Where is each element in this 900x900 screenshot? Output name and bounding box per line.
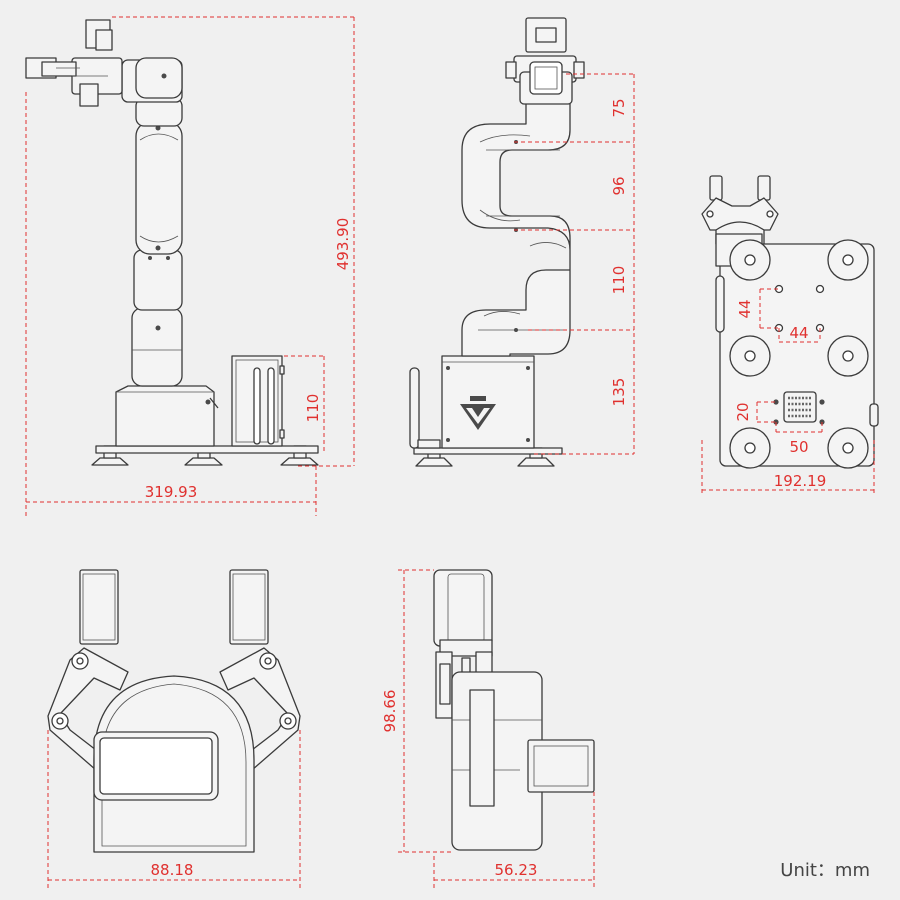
arm-column [121, 57, 183, 387]
dim-gripper-front-width: 88.18 [151, 861, 194, 879]
dim-gripper-height: 98.66 [381, 690, 399, 733]
arm-front-view [409, 17, 585, 467]
front-arm-links [461, 99, 571, 357]
front-base [441, 355, 535, 449]
dim-controller-height: 110 [304, 394, 322, 423]
dim-mount-hole-v: 44 [736, 299, 754, 318]
dim-mount-hole-h: 44 [789, 324, 808, 342]
gripper-front-view [47, 569, 301, 853]
antenna [409, 367, 420, 449]
dimension-lines [25, 16, 875, 890]
base-plate-outline [719, 243, 875, 467]
suction-cups [729, 239, 869, 469]
unit-label: Unit：mm [780, 860, 870, 881]
dim-vent-height: 20 [734, 402, 752, 421]
base-plate-top-view [701, 175, 879, 469]
top-gripper [701, 175, 779, 267]
vent-grille [773, 391, 825, 425]
base-plate [95, 445, 319, 454]
dim-vent-width: 50 [789, 438, 808, 456]
arm-gripper [25, 19, 123, 107]
dim-segment-3: 110 [610, 266, 628, 295]
dimension-labels: 493.90 110 319.93 75 96 110 135 44 44 20… [145, 98, 827, 879]
controller-box [231, 355, 285, 447]
left-finger [79, 569, 119, 645]
dim-segment-1: 75 [610, 98, 628, 117]
arm-base-body [115, 385, 215, 447]
dim-segment-2: 96 [610, 176, 628, 195]
arm-side-view [25, 19, 319, 466]
logo-mark [460, 396, 496, 430]
front-gripper [505, 17, 585, 105]
dim-arm-total-height: 493.90 [334, 218, 352, 271]
dim-gripper-side-width: 56.23 [495, 861, 538, 879]
dim-base-plate-width: 192.19 [774, 472, 827, 490]
right-finger [229, 569, 269, 645]
dim-arm-base-width: 319.93 [145, 483, 198, 501]
gripper-side-view [433, 569, 595, 851]
dim-segment-4: 135 [610, 378, 628, 407]
